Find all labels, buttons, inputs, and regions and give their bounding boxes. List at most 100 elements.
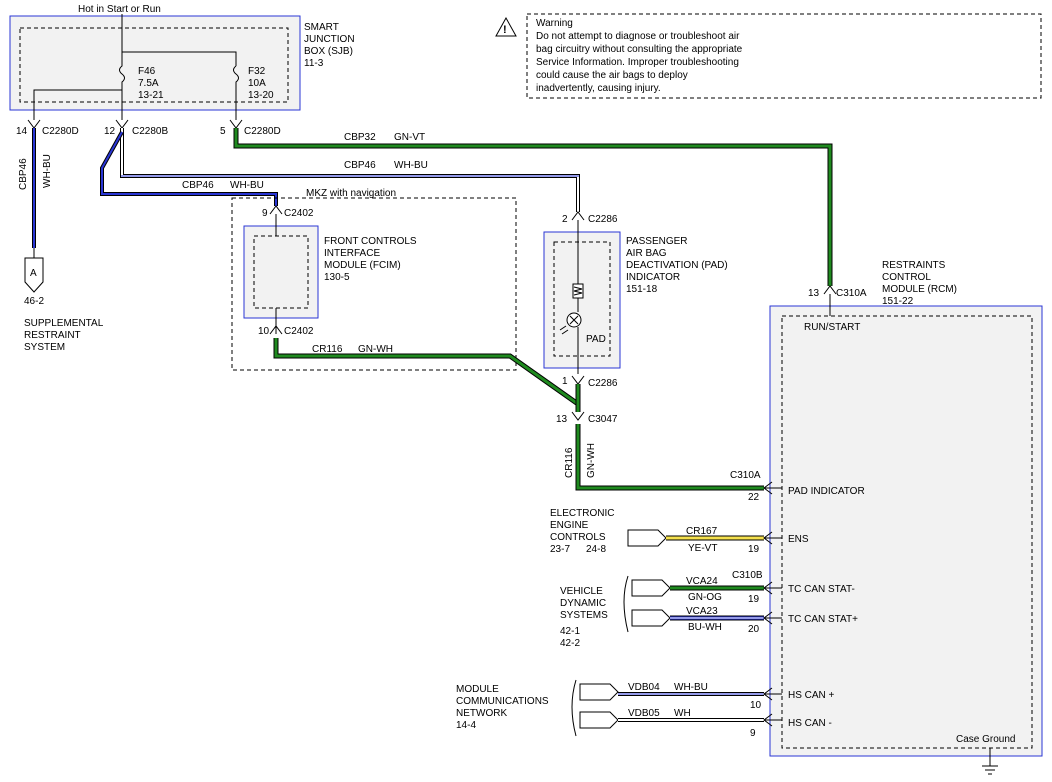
rcm-tc-can-minus-label: TC CAN STAT- <box>788 584 855 595</box>
pin-22: 22 <box>748 492 760 503</box>
pin-10-hs-can-plus: 10 <box>750 700 762 711</box>
pin-2: 2 <box>562 214 568 225</box>
fcim-title-3: MODULE (FCIM) <box>324 260 401 271</box>
srs-title-1: SUPPLEMENTAL <box>24 318 104 329</box>
mkz-nav-label: MKZ with navigation <box>306 188 396 199</box>
sjb-title-2: JUNCTION <box>304 34 355 45</box>
pin-12: 12 <box>104 126 116 137</box>
mcn-title-3: NETWORK <box>456 708 507 719</box>
srs-title-2: RESTRAINT <box>24 330 81 341</box>
hot-in-start-label: Hot in Start or Run <box>78 4 161 15</box>
wire-gn-og-label: GN-OG <box>688 592 722 603</box>
sjb-inner <box>19 27 289 103</box>
connector-c2280b-label: C2280B <box>132 126 168 137</box>
srs-connector-letter: A <box>30 268 37 279</box>
wire-bu-wh-label: BU-WH <box>688 622 722 633</box>
wire-ye-vt-label: YE-VT <box>688 543 717 554</box>
rcm-ens-label: ENS <box>788 534 809 545</box>
mcn-connector-a-icon <box>579 683 619 701</box>
f46-page: 13-21 <box>138 90 164 101</box>
vds-connector-a-icon <box>631 579 671 597</box>
rcm-title-3: MODULE (RCM) <box>882 284 957 295</box>
connector-c2402-9-icon <box>269 205 283 215</box>
connector-c3047-label: C3047 <box>588 414 618 425</box>
pin-19-tc-can-minus: 19 <box>748 594 760 605</box>
fuse-f32-icon <box>233 65 239 120</box>
wire-wh-bu-mcn-label: WH-BU <box>674 682 708 693</box>
pad-title-3: DEACTIVATION (PAD) <box>626 260 728 271</box>
warning-icon <box>495 16 517 37</box>
vds-page-b: 42-2 <box>560 638 580 649</box>
f32-page: 13-20 <box>248 90 274 101</box>
eec-page-b: 24-8 <box>586 544 606 555</box>
f32-label: F32 <box>248 66 266 77</box>
warning-line-4: could cause the air bags to deploy <box>536 70 688 81</box>
led-cross-icon <box>569 315 579 325</box>
connector-c2280b-12-icon <box>115 119 129 129</box>
rcm-run-start-label: RUN/START <box>804 322 860 333</box>
f46-rating: 7.5A <box>138 78 159 89</box>
pin-5: 5 <box>220 126 226 137</box>
mcn-bracket-icon <box>571 679 577 737</box>
rcm-pad-indicator-label: PAD INDICATOR <box>788 486 865 497</box>
wire-wh-label: WH <box>674 708 691 719</box>
wire-cr116-vertical-label: CR116 <box>564 447 575 478</box>
wire-gn-wh-vertical-label: GN-WH <box>586 443 597 478</box>
connector-c2280d-5-icon <box>229 119 243 129</box>
connector-c2286-2-icon <box>571 211 585 221</box>
f46-label: F46 <box>138 66 156 77</box>
pin-9: 9 <box>262 208 268 219</box>
connector-c2402-label: C2402 <box>284 208 314 219</box>
warning-line-5: inadvertently, causing injury. <box>536 83 661 94</box>
pad-inner <box>553 241 611 357</box>
case-ground-label: Case Ground <box>956 734 1015 745</box>
pin-1: 1 <box>562 376 568 387</box>
pad-box <box>543 231 621 369</box>
rcm-box <box>769 305 1043 757</box>
pin-13-rcm: 13 <box>808 288 820 299</box>
pin-10: 10 <box>258 326 270 337</box>
wire-vdb04-label: VDB04 <box>628 682 660 693</box>
rcm-page: 151-22 <box>882 296 914 307</box>
wire-cr116-rcm <box>576 424 764 490</box>
warning-line-1: Do not attempt to diagnose or troublesho… <box>536 31 740 42</box>
led-ray-icon <box>559 325 569 335</box>
connector-c2286-1-label: C2286 <box>588 378 618 389</box>
warning-line-2: bag circuitry without consulting the app… <box>536 44 743 55</box>
connector-c3047-icon <box>571 411 585 421</box>
connector-c2286-1-icon <box>571 375 585 385</box>
rcm-title-1: RESTRAINTS <box>882 260 946 271</box>
wire-vdb05-label: VDB05 <box>628 708 660 719</box>
sjb-bus <box>122 51 237 66</box>
connector-c310a-pad-label: C310A <box>730 470 761 481</box>
srs-title-3: SYSTEM <box>24 342 65 353</box>
pad-title-1: PASSENGER <box>626 236 688 247</box>
vds-title-1: VEHICLE <box>560 586 603 597</box>
eec-page-a: 23-7 <box>550 544 570 555</box>
wire-cr167-label: CR167 <box>686 526 718 537</box>
pad-label: PAD <box>586 334 606 345</box>
pin-14: 14 <box>16 126 28 137</box>
pin-13-c3047: 13 <box>556 414 568 425</box>
wire-gn-vt-label: GN-VT <box>394 132 425 143</box>
srs-connector-icon <box>24 257 44 293</box>
f32-rating: 10A <box>248 78 266 89</box>
warning-box <box>526 13 1042 99</box>
sjb-page-ref: 11-3 <box>304 58 324 69</box>
mcn-page: 14-4 <box>456 720 476 731</box>
ground-icon <box>982 765 998 775</box>
wire-gn-wh-label: GN-WH <box>358 344 393 355</box>
connector-c2402-10-label: C2402 <box>284 326 314 337</box>
wire-cbp32 <box>234 128 832 286</box>
rcm-hs-can-plus-label: HS CAN + <box>788 690 835 701</box>
rcm-title-2: CONTROL <box>882 272 931 283</box>
sjb-box <box>9 15 301 111</box>
vds-bracket-icon <box>623 575 629 633</box>
vds-connector-b-icon <box>631 609 671 627</box>
fcim-title-1: FRONT CONTROLS <box>324 236 417 247</box>
sjb-title-3: BOX (SJB) <box>304 46 353 57</box>
sjb-title: SMART <box>304 22 339 33</box>
wire-cbp46-vertical-label: CBP46 <box>18 158 29 190</box>
mcn-connector-b-icon <box>579 711 619 729</box>
